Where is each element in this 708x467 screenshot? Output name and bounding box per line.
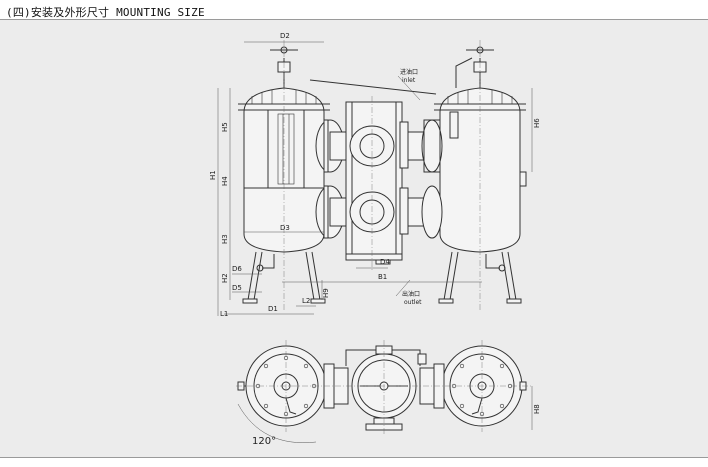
dim-h1: H1 [209, 170, 217, 180]
dim-l1: L1 [220, 310, 228, 318]
right-connecting-pipes [407, 119, 443, 239]
dim-angle-120: 120° [252, 436, 276, 447]
page-title: (四)安装及外形尺寸 MOUNTING SIZE [6, 6, 205, 19]
dim-l2: L2 [302, 297, 310, 305]
dim-h4: H4 [221, 176, 229, 186]
plan-view: 120° H8 [236, 340, 541, 447]
dim-d6: D6 [232, 265, 242, 273]
dim-h8: H8 [533, 404, 541, 414]
dim-h6: H6 [533, 118, 541, 128]
dim-d5: D5 [232, 284, 242, 292]
changeover-lever [309, 79, 437, 95]
inlet-label-en: inlet [402, 77, 416, 84]
dim-h5: H5 [221, 122, 229, 132]
dim-b1: B1 [378, 273, 387, 281]
dim-d3: D3 [280, 224, 290, 232]
inlet-label-cn: 进油口 [400, 68, 418, 76]
dim-h9: H9 [322, 288, 330, 298]
dim-d2: D2 [280, 32, 290, 40]
bottom-divider [0, 457, 708, 458]
outlet-label-en: outlet [404, 299, 422, 306]
dim-h2: H2 [221, 273, 229, 283]
dim-d1: D1 [268, 305, 278, 313]
dim-d4: D4 [380, 258, 390, 266]
top-divider [0, 19, 708, 20]
changeover-valve-manifold [345, 101, 409, 265]
dimension-lines [217, 41, 533, 316]
front-elevation: D2 D3 D4 D5 D6 D1 B1 L1 L2 H1 H2 H3 H4 H… [209, 32, 541, 318]
dim-h3: H3 [221, 234, 229, 244]
angle-arc [237, 403, 317, 443]
outlet-label-cn: 出油口 [402, 290, 420, 298]
left-connecting-pipes [315, 119, 347, 239]
